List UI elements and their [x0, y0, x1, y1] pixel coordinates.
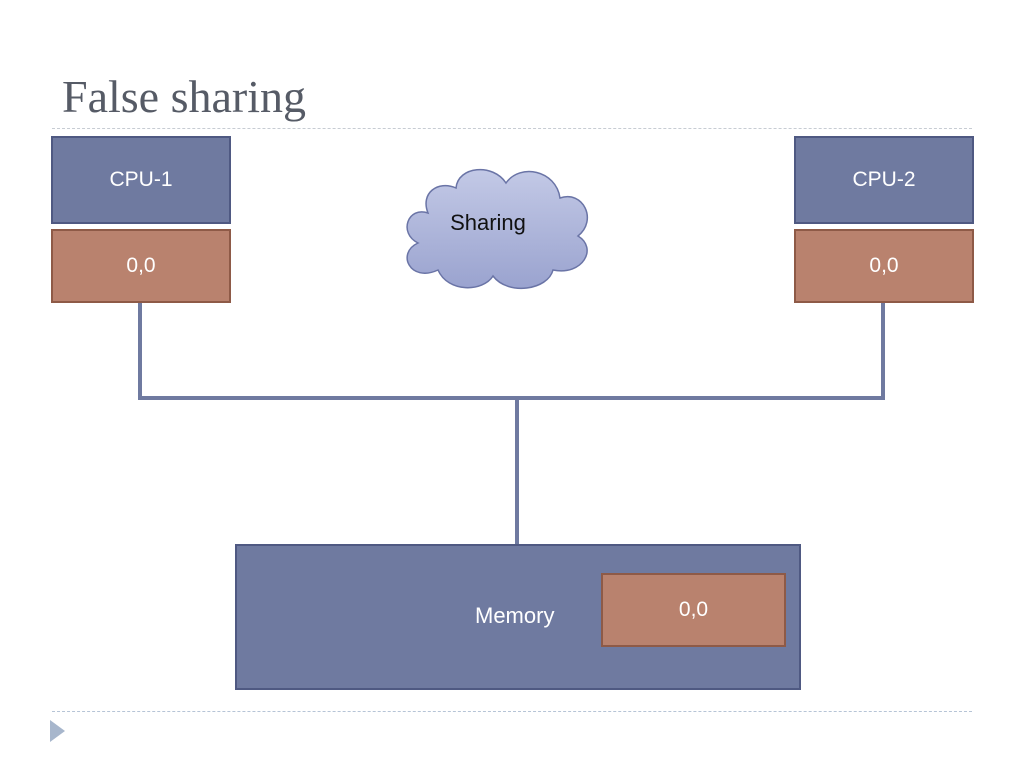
sharing-label: Sharing	[450, 210, 526, 235]
cpu2-box: CPU-2	[794, 136, 974, 224]
sharing-cloud	[406, 169, 589, 290]
memory-cache-box: 0,0	[601, 573, 786, 647]
cpu2-label: CPU-2	[852, 168, 916, 191]
cpu1-cache-box: 0,0	[51, 229, 231, 303]
play-triangle-icon	[50, 720, 65, 742]
memory-cache-value: 0,0	[678, 598, 709, 621]
footer-divider	[52, 711, 972, 712]
cpu1-label: CPU-1	[109, 168, 173, 191]
slide-title: False sharing	[62, 71, 307, 122]
cpu2-cache-box: 0,0	[794, 229, 974, 303]
memory-label: Memory	[475, 603, 555, 628]
title-divider	[52, 128, 972, 129]
cpu1-cache-value: 0,0	[126, 254, 156, 277]
cpu1-box: CPU-1	[51, 136, 231, 224]
cpu2-cache-value: 0,0	[869, 254, 899, 277]
